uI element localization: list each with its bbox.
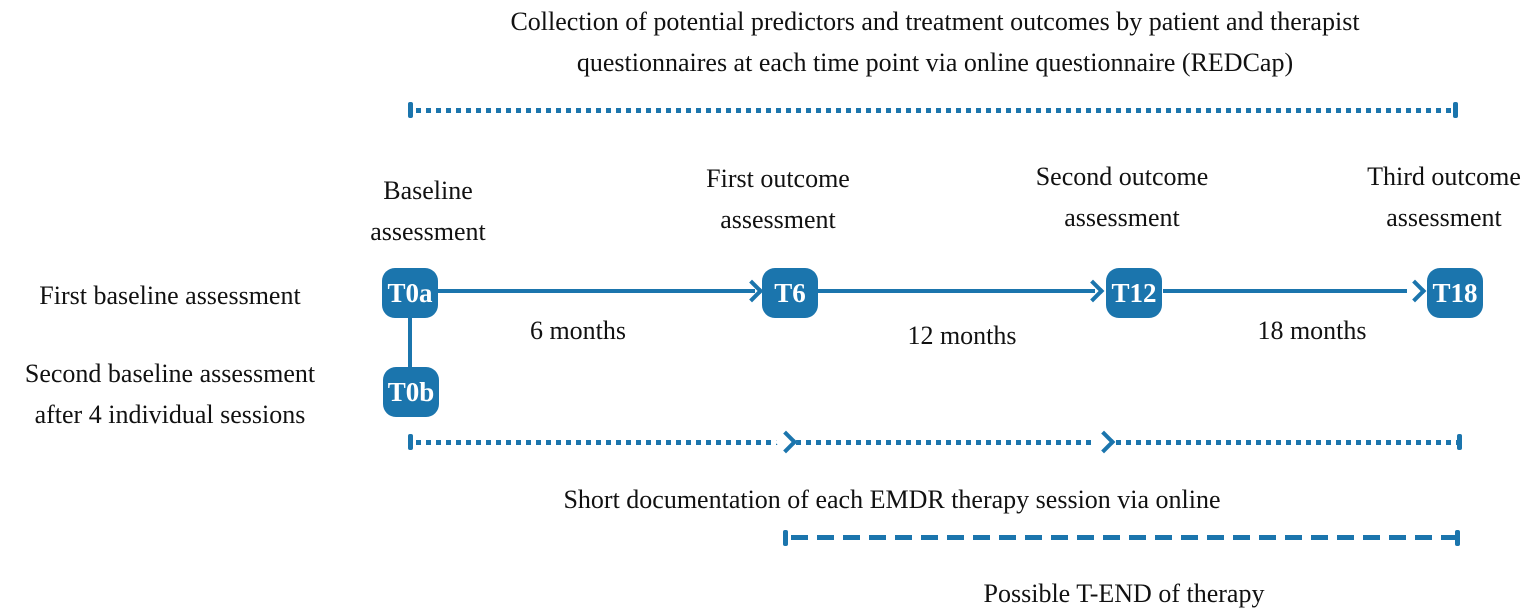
timeline-segment-1: [438, 289, 755, 293]
timeline-node-t18: T18: [1427, 268, 1483, 318]
line-cap-right: [1453, 102, 1458, 118]
arrowhead-icon: [740, 279, 764, 303]
assessment-label-line: assessment: [1064, 203, 1180, 232]
line-cap-right: [1455, 530, 1460, 546]
assessment-label-line: assessment: [370, 217, 486, 246]
collection-dotted-line: [416, 108, 1454, 113]
figure-title: Collection of potential predictors and t…: [335, 1, 1535, 83]
line-cap-left: [408, 434, 413, 450]
assessment-label-first-outcome: First outcome assessment: [668, 158, 888, 240]
line-cap-left: [783, 530, 788, 546]
interval-label-18-months: 18 months: [1257, 316, 1367, 345]
line-cap-left: [408, 102, 413, 118]
assessment-label-second-outcome: Second outcome assessment: [1002, 156, 1242, 238]
left-label-line: after 4 individual sessions: [34, 400, 306, 429]
assessment-label-third-outcome: Third outcome assessment: [1334, 156, 1535, 238]
timeline-node-t0b: T0b: [383, 367, 439, 417]
arrowhead-icon: [1092, 430, 1116, 454]
figure-title-line1: Collection of potential predictors and t…: [510, 7, 1360, 36]
figure-title-line2: questionnaires at each time point via on…: [576, 48, 1294, 77]
line-cap-right: [1457, 434, 1462, 450]
assessment-label-line: assessment: [1386, 203, 1502, 232]
timeline-segment-2: [818, 289, 1095, 293]
left-label-second-baseline: Second baseline assessment after 4 indiv…: [5, 353, 335, 435]
left-label-first-baseline: First baseline assessment: [39, 281, 301, 310]
assessment-label-line: Baseline: [383, 176, 473, 205]
t-end-dashed-line: [791, 535, 1455, 540]
assessment-label-line: assessment: [720, 205, 836, 234]
timeline-node-t0a: T0a: [382, 268, 438, 318]
assessment-label-line: First outcome: [706, 164, 850, 193]
assessment-label-line: Second outcome: [1035, 162, 1209, 191]
interval-label-12-months: 12 months: [907, 321, 1017, 350]
assessment-label-line: Third outcome: [1367, 162, 1521, 191]
timeline-node-t6: T6: [762, 268, 818, 318]
t-end-label: Possible T-END of therapy: [983, 579, 1265, 608]
timeline-node-t12: T12: [1106, 268, 1162, 318]
arrowhead-icon: [774, 430, 798, 454]
timeline-segment-3: [1163, 289, 1407, 293]
arrowhead-icon: [1081, 279, 1105, 303]
node-connector: [408, 318, 412, 368]
interval-label-6-months: 6 months: [529, 316, 627, 345]
session-docs-label: Short documentation of each EMDR therapy…: [563, 485, 1221, 514]
arrowhead-icon: [1403, 279, 1427, 303]
session-dotted-line: [416, 440, 1460, 445]
left-label-line: Second baseline assessment: [24, 359, 316, 388]
assessment-label-baseline: Baseline assessment: [328, 170, 528, 252]
